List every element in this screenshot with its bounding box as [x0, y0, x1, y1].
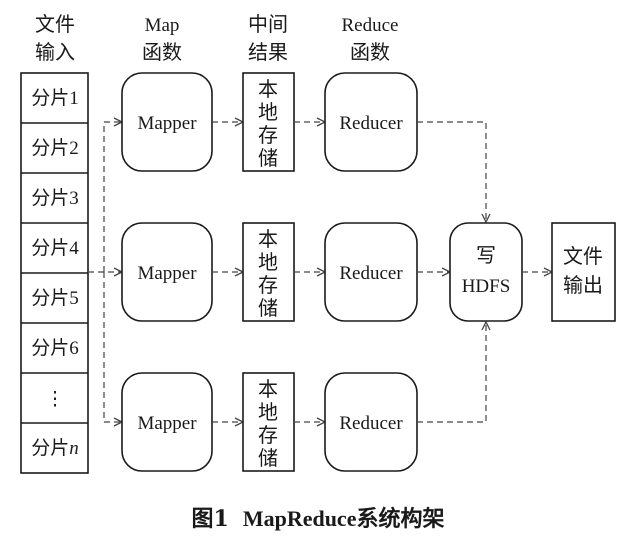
file-output-line1: 文件	[563, 244, 603, 268]
header-input-line1: 文件	[35, 12, 75, 36]
header-reduce: Reduce 函数	[342, 15, 399, 64]
hdfs-write: 写 HDFS	[449, 222, 523, 322]
local-storage-box	[242, 372, 295, 472]
local-storage-char: 本	[258, 227, 278, 251]
hdfs-label-line2: HDFS	[462, 276, 511, 297]
local-storage-box	[242, 72, 295, 172]
header-intermediate-line2: 结果	[248, 40, 288, 64]
local-storage-char: 地	[258, 400, 278, 424]
split-cell-6: 分片6	[31, 337, 79, 359]
hdfs-box	[449, 222, 523, 322]
arrow-reducer-1-to-hdfs	[417, 121, 486, 222]
mapper-label: Mapper	[137, 413, 197, 434]
mapper-label: Mapper	[137, 113, 197, 134]
file-output-box	[551, 222, 616, 322]
reducer-label: Reducer	[339, 113, 403, 134]
file-output: 文件 输出	[551, 222, 616, 322]
header-intermediate: 中间 结果	[248, 12, 288, 64]
pipeline-row-2: Mapper 本 地 存 储 Reducer	[121, 222, 418, 322]
local-storage-char: 储	[258, 296, 278, 320]
header-map-line1: Map	[145, 15, 180, 36]
header-map: Map 函数	[142, 15, 182, 64]
split-cell-1: 分片1	[31, 87, 79, 109]
local-storage-char: 存	[258, 273, 278, 297]
local-storage-char: 存	[258, 423, 278, 447]
reducer-to-hdfs-arrows	[417, 121, 486, 423]
header-input: 文件 输入	[35, 12, 75, 64]
header-intermediate-line1: 中间	[248, 12, 288, 36]
file-output-line2: 输出	[563, 273, 603, 297]
hdfs-label-line1: 写	[476, 243, 496, 267]
split-column: 分片1 分片2 分片3 分片4 分片5 分片6 ⋮ 分片n	[20, 72, 89, 474]
pipeline-row-3: Mapper 本 地 存 储 Reducer	[121, 372, 418, 472]
split-cell-4: 分片4	[31, 237, 79, 259]
header-reduce-line2: 函数	[350, 40, 390, 64]
local-storage-char: 本	[258, 77, 278, 101]
arrow-split-to-mapper-3	[103, 272, 122, 422]
split-to-mapper-arrows	[88, 122, 122, 422]
split-cell-2: 分片2	[31, 137, 79, 159]
mapper-label: Mapper	[137, 263, 197, 284]
reducer-label: Reducer	[339, 413, 403, 434]
reducer-label: Reducer	[339, 263, 403, 284]
local-storage-char: 地	[258, 250, 278, 274]
header-map-line2: 函数	[142, 40, 182, 64]
split-cell-ellipsis: ⋮	[46, 388, 65, 410]
header-reduce-line1: Reduce	[342, 15, 399, 36]
local-storage-char: 地	[258, 100, 278, 124]
header-input-line2: 输入	[35, 40, 75, 64]
local-storage-char: 本	[258, 377, 278, 401]
local-storage-char: 储	[258, 446, 278, 470]
split-cell-3: 分片3	[31, 187, 79, 209]
split-cell-n: 分片n	[31, 437, 79, 459]
arrow-split-to-mapper-1	[103, 122, 122, 272]
pipeline-row-1: Mapper 本 地 存 储 Reducer	[121, 72, 418, 172]
arrow-reducer-3-to-hdfs	[417, 322, 486, 423]
local-storage-char: 存	[258, 123, 278, 147]
local-storage-char: 储	[258, 146, 278, 170]
local-storage-box	[242, 222, 295, 322]
split-cell-5: 分片5	[31, 287, 79, 309]
